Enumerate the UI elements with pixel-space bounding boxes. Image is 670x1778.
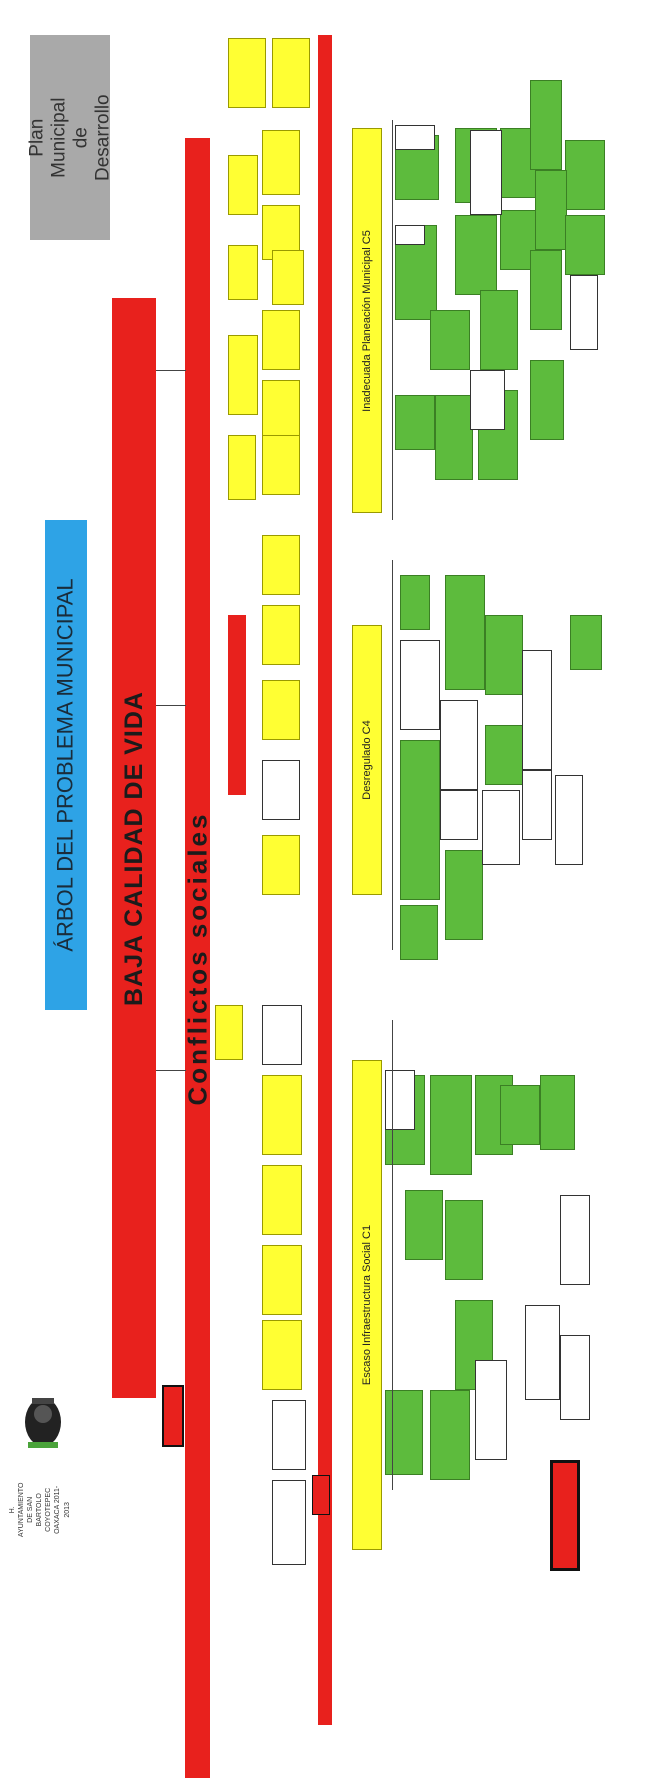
cause-box [228,335,258,415]
effect-box [565,140,605,210]
cause-box [228,245,258,300]
connector-line [156,1070,186,1071]
connector-line [156,370,186,371]
neutral-box [440,790,478,840]
cause-box [262,835,300,895]
effect-box [445,850,483,940]
cause-box [262,130,300,195]
cause-box [262,1165,302,1235]
cause-box [215,1005,243,1060]
cause-box [272,250,304,305]
neutral-box [570,275,598,350]
effect-box [445,575,485,690]
cause-box [262,535,300,595]
effect-box [540,1075,575,1150]
tree-title: ÁRBOL DEL PROBLEMA MUNICIPAL [53,578,79,952]
effect-box [430,1075,472,1175]
cause-box [262,1245,302,1315]
effect-box [530,80,562,170]
category-label: Desregulado C4 [361,720,373,800]
category-box-desregulado: Desregulado C4 [352,625,382,895]
neutral-box [475,1360,507,1460]
neutral-box [525,1305,560,1400]
connector-line [392,120,393,520]
connector-line [156,705,186,706]
neutral-box [560,1195,590,1285]
cause-box [262,435,300,495]
effect-box [500,1085,540,1145]
neutral-box [385,1070,415,1130]
effect-box [485,725,523,785]
neutral-box [440,700,478,790]
root-problem-bar: BAJA CALIDAD DE VIDA [112,298,156,1398]
connector-line [392,560,393,950]
legend-red-box [550,1460,580,1571]
cause-box [228,155,258,215]
neutral-box [482,790,520,865]
category-box-infraestructura: Escaso Infraestructura Social C1 [352,1060,382,1550]
cause-box [262,1075,302,1155]
effect-box [455,215,497,295]
effect-box [435,395,473,480]
plan-title-box: Plan Municipal de Desarrollo [26,35,113,240]
neutral-box [395,225,425,245]
effect-box [565,215,605,275]
cause-box [262,380,300,440]
neutral-box [470,130,502,215]
effect-box [430,310,470,370]
neutral-box [262,760,300,820]
neutral-box [262,1005,302,1065]
neutral-box [272,1400,306,1470]
sub-red-bar [228,615,246,795]
legend-red-box [162,1385,184,1447]
neutral-box [560,1335,590,1420]
effect-box [445,1200,483,1280]
cause-box [262,310,300,370]
legend-red-box [312,1475,330,1515]
neutral-box [555,775,583,865]
effect-box [530,250,562,330]
cause-box [262,1320,302,1390]
plan-title: Plan Municipal de Desarrollo [26,94,113,181]
category-label: Inadecuada Planeación Municipal C5 [361,229,373,412]
cause-box [272,38,310,108]
category-box-planeacion: Inadecuada Planeación Municipal C5 [352,128,382,513]
effect-box [405,1190,443,1260]
effect-box [485,615,523,695]
effect-box [385,1390,423,1475]
neutral-box [470,370,505,430]
effect-box [395,395,435,450]
cause-box [262,680,300,740]
connector-line [392,1020,393,1490]
effect-box [400,905,438,960]
tree-title-box: ÁRBOL DEL PROBLEMA MUNICIPAL [45,520,87,1010]
category-label: Escaso Infraestructura Social C1 [361,1224,373,1386]
main-cause-label: Conflictos sociales [182,811,212,1105]
effect-box [535,170,567,250]
institution-text: H. AYUNTAMIENTO DE SAN BARTOLO COYOTEPEC… [9,1482,71,1538]
effect-box [400,575,430,630]
effect-box [480,290,518,370]
logo-icon [8,1380,78,1470]
neutral-box [400,640,440,730]
main-cause-bar: Conflictos sociales [182,138,212,1778]
cause-box [228,435,256,500]
neutral-box [522,650,552,770]
root-problem-label: BAJA CALIDAD DE VIDA [119,690,148,1006]
neutral-box [272,1480,306,1565]
effect-box [430,1390,470,1480]
neutral-box [522,770,552,840]
effect-box [570,615,602,670]
effect-box [400,740,440,900]
cause-box [228,38,266,108]
effect-box [530,360,564,440]
cause-box [262,605,300,665]
secondary-red-bar [318,35,332,1725]
neutral-box [395,125,435,150]
